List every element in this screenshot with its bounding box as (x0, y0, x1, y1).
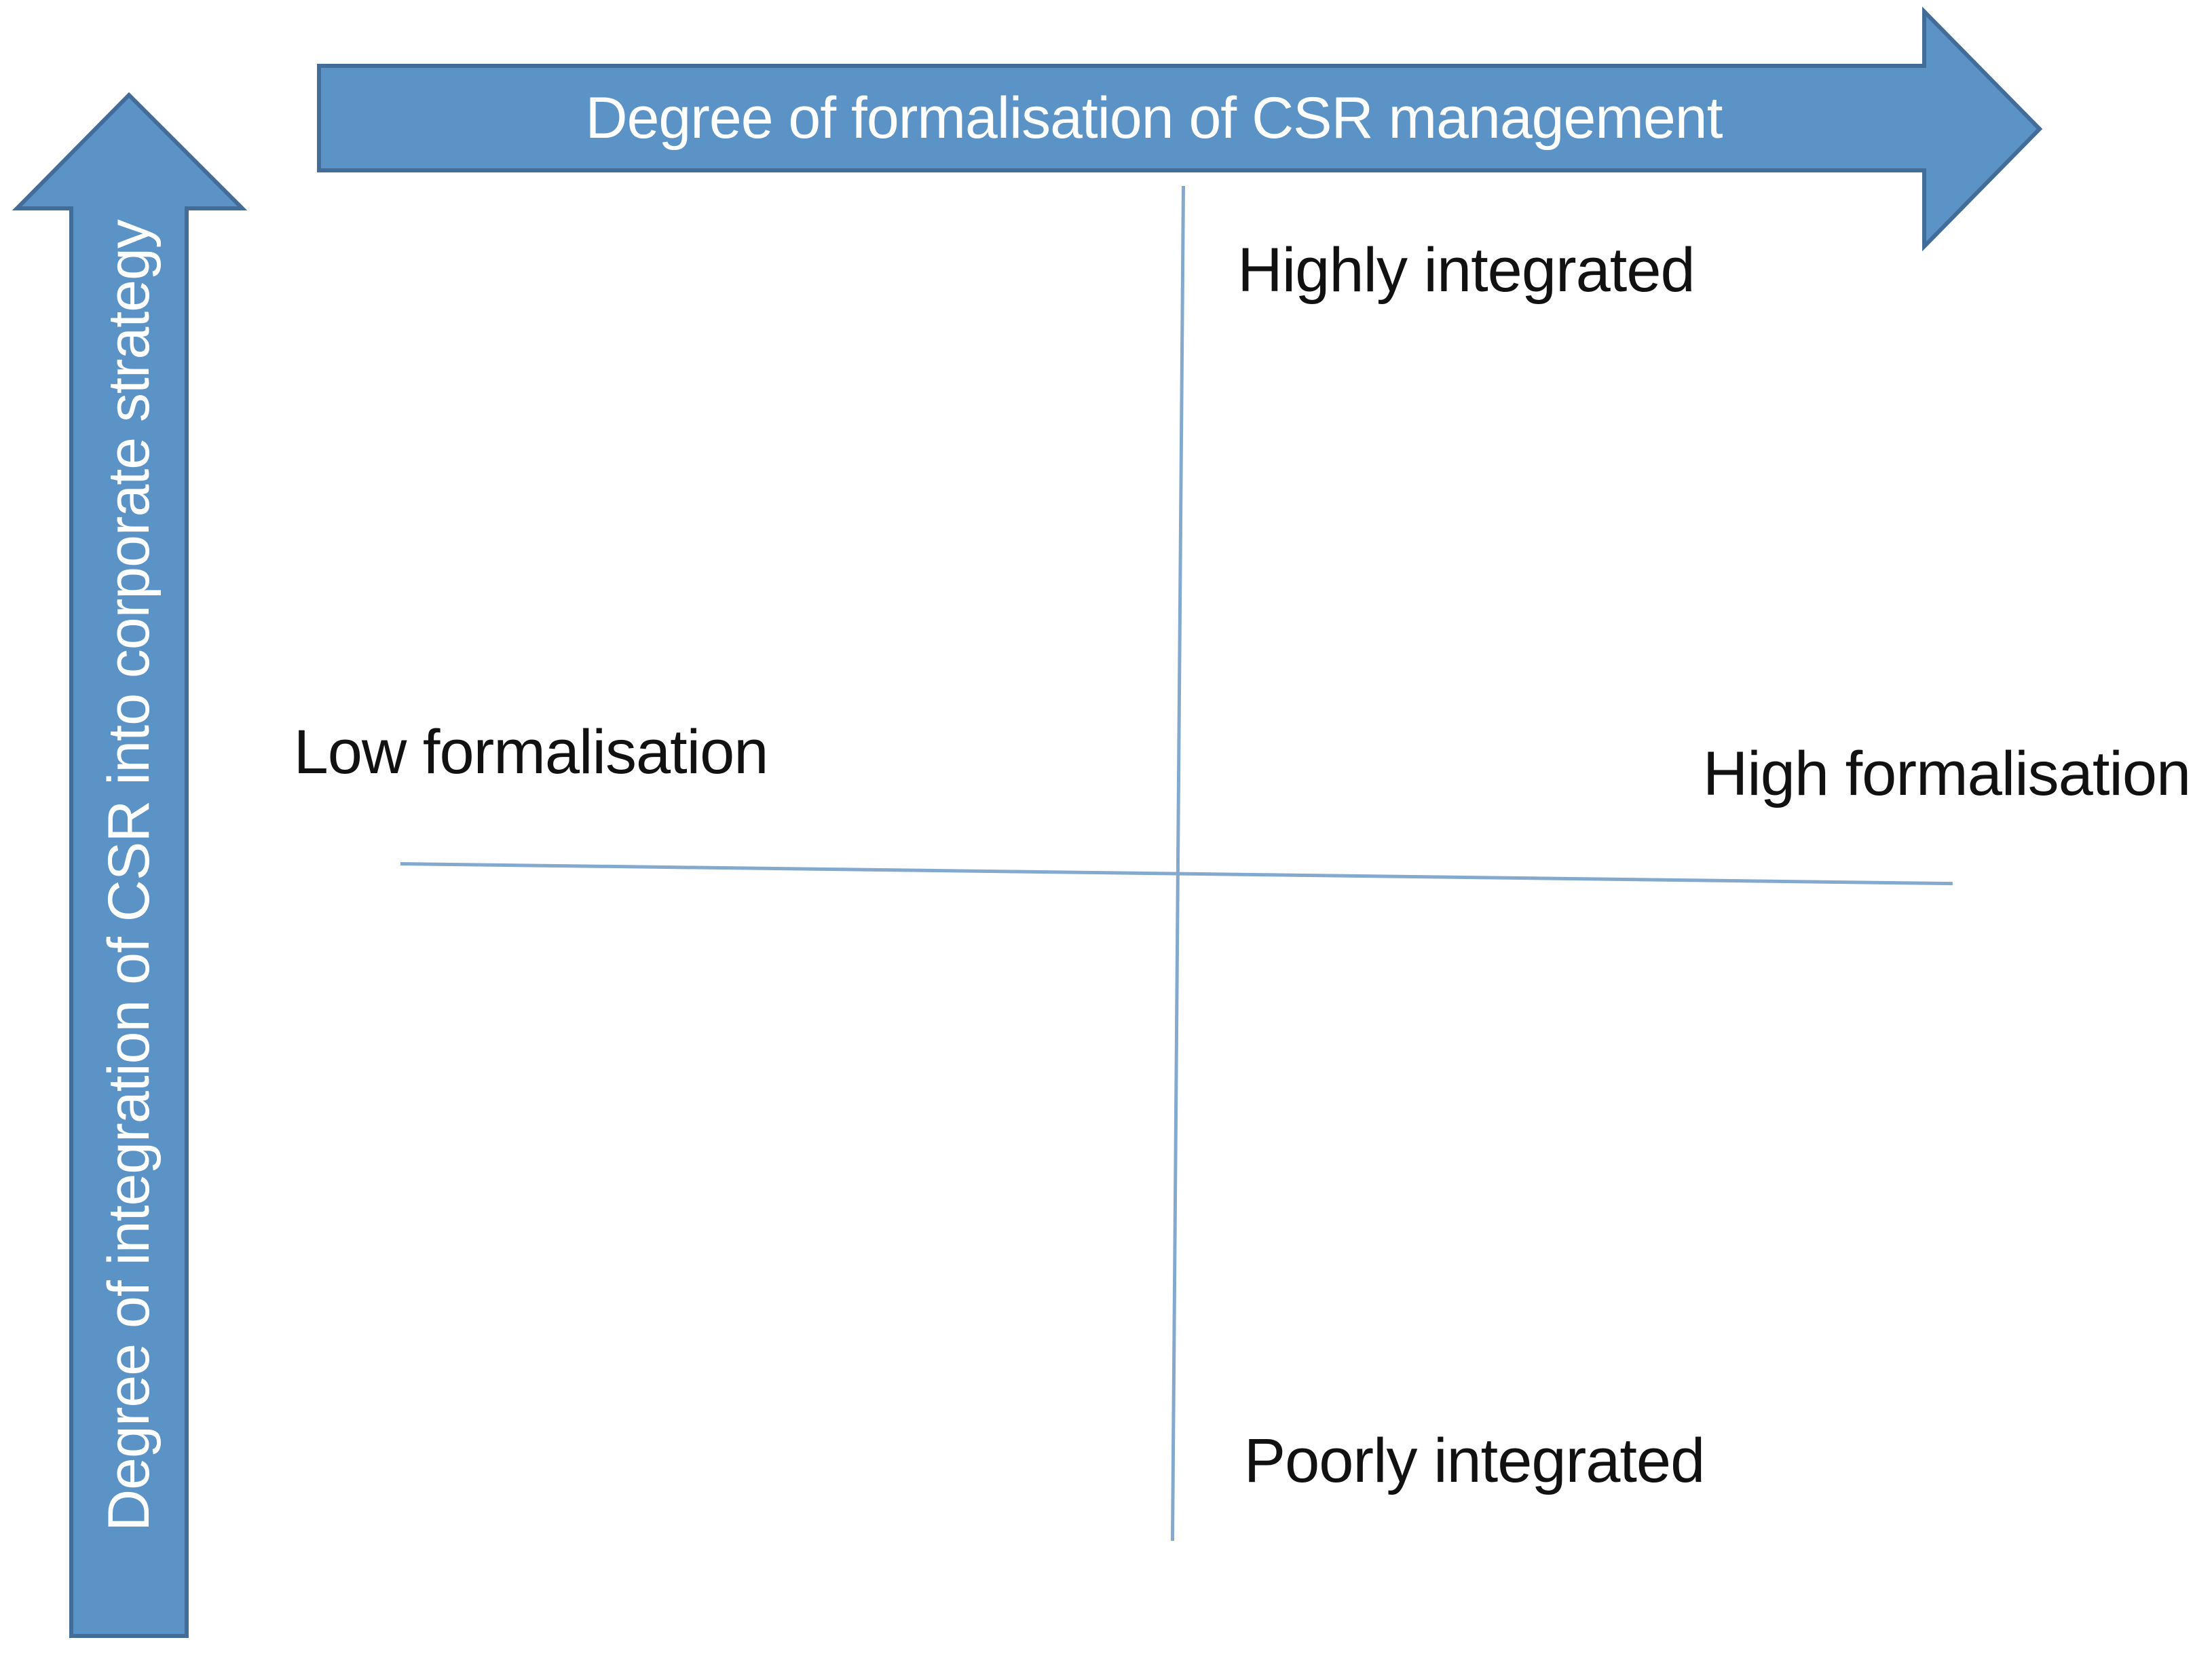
y-axis-arrow (12, 92, 248, 1638)
quadrant-label-low-formalisation: Low formalisation (293, 717, 769, 787)
x-axis-arrow-shape (317, 6, 2043, 252)
x-axis-label: Degree of formalisation of CSR managemen… (585, 86, 1723, 151)
x-axis-arrow (317, 6, 2043, 252)
quadrant-label-poorly-integrated: Poorly integrated (1243, 1426, 1706, 1495)
y-axis-label: Degree of integration of CSR into corpor… (96, 220, 162, 1531)
quadrant-label-highly-integrated: Highly integrated (1237, 236, 1695, 305)
y-axis-arrow-shape (12, 92, 248, 1638)
vertical-axis-line (1170, 185, 1185, 1541)
quadrant-label-high-formalisation: High formalisation (1702, 739, 2191, 808)
